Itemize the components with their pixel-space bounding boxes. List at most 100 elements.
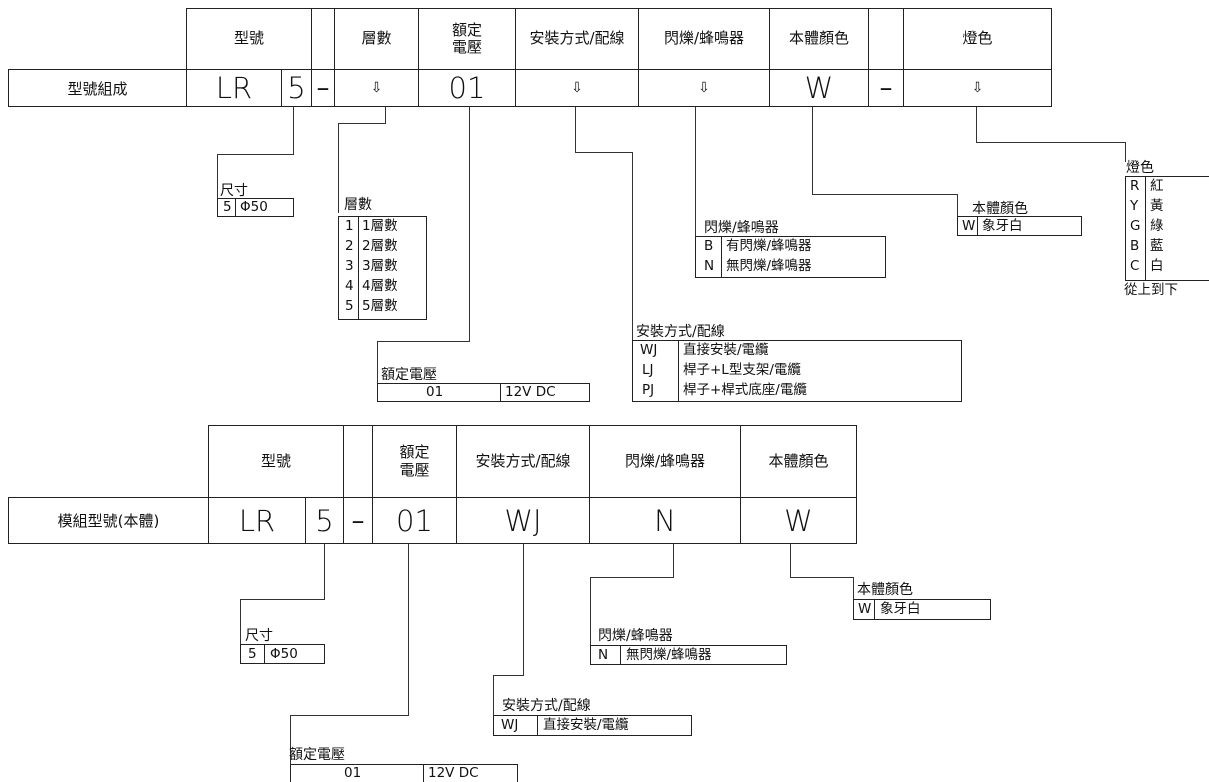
legend-code: 01 (426, 384, 444, 400)
legend-divider (500, 383, 501, 402)
legend-code: N (704, 258, 715, 274)
legend-title: 安裝方式/配線 (502, 698, 591, 714)
top-value-voltage: 01 (418, 69, 516, 107)
connector-line (590, 577, 674, 579)
top-header-voltage: 額定電壓 (418, 8, 516, 70)
value-text: – (351, 505, 365, 536)
connector-line (493, 675, 524, 677)
legend-code: R (1130, 178, 1140, 194)
value-text: LR (238, 503, 276, 538)
legend-desc: 5層數 (362, 298, 398, 314)
legend-divider (874, 599, 875, 620)
bottom-value-body-color: W (740, 497, 857, 544)
bottom-value-size: 5 (305, 497, 344, 544)
legend-code: 1 (345, 218, 354, 234)
legend-code: W (962, 218, 976, 234)
connector-line (217, 154, 219, 198)
connector-line (408, 544, 410, 716)
bottom-header-body-color: 本體顏色 (740, 425, 857, 498)
legend-desc: 4層數 (362, 278, 398, 294)
legend-box (217, 198, 294, 217)
legend-desc: Φ50 (240, 199, 268, 215)
bottom-header-blank (343, 425, 373, 498)
legend-title: 本體顏色 (972, 201, 1028, 217)
legend-box (632, 340, 962, 402)
bottom-value-mount: WJ (456, 497, 590, 544)
value-text: W (784, 503, 813, 538)
value-text: 5 (315, 503, 334, 538)
legend-divider (977, 216, 978, 236)
connector-line (523, 544, 525, 676)
connector-line (293, 107, 295, 155)
legend-code: WJ (501, 717, 519, 733)
bottom-header-model: 型號 (208, 425, 344, 498)
legend-desc: 象牙白 (880, 601, 921, 617)
legend-code: PJ (642, 382, 655, 398)
legend-title: 安裝方式/配線 (636, 324, 725, 340)
connector-line (385, 107, 387, 124)
connector-line (324, 544, 326, 600)
top-value-body-color: W (769, 69, 869, 107)
bottom-header-flash: 閃爍/蜂鳴器 (589, 425, 741, 498)
top-header-mount: 安裝方式/配線 (515, 8, 639, 70)
top-header-tiers: 層數 (334, 8, 419, 70)
row-label-text: 模組型號(本體) (57, 512, 160, 530)
legend-title: 層數 (344, 197, 372, 213)
legend-title: 額定電壓 (381, 367, 437, 383)
legend-code: G (1130, 218, 1141, 234)
value-text: 01 (448, 71, 486, 105)
connector-line (1125, 142, 1127, 162)
header-text: 安裝方式/配線 (529, 29, 625, 48)
legend-code: LJ (642, 362, 654, 378)
legend-code: 5 (345, 298, 354, 314)
legend-desc: 12V DC (505, 384, 556, 400)
top-value-dash-1: – (311, 69, 335, 107)
down-arrow-icon: ⇩ (698, 80, 710, 96)
legend-divider (235, 198, 236, 217)
legend-code: 2 (345, 238, 354, 254)
header-text: 型號 (233, 29, 264, 48)
top-header-blank-2 (868, 8, 904, 70)
legend-desc: Φ50 (270, 646, 298, 662)
legend-note: 從上到下 (1124, 282, 1178, 298)
top-value-lr: LR (186, 69, 282, 107)
connector-line (790, 544, 792, 578)
legend-title: 閃爍/蜂鳴器 (598, 628, 673, 644)
legend-code: 3 (345, 258, 354, 274)
top-header-model: 型號 (186, 8, 312, 70)
connector-line (575, 152, 633, 154)
legend-divider (537, 715, 538, 736)
legend-desc: 直接安裝/電纜 (683, 342, 769, 358)
down-arrow-icon: ⇩ (971, 80, 984, 96)
legend-desc: 3層數 (362, 258, 398, 274)
value-text: W (804, 71, 834, 105)
top-value-light-color: ⇩ (903, 69, 1052, 107)
connector-line (338, 123, 386, 125)
value-text: – (879, 73, 893, 103)
connector-line (338, 123, 340, 213)
top-value-dash-2: – (868, 69, 904, 107)
legend-desc: 12V DC (428, 765, 479, 781)
header-text: 額定 (451, 20, 482, 39)
legend-desc: 綠 (1150, 218, 1164, 234)
top-value-flash: ⇩ (638, 69, 770, 107)
top-header-body-color: 本體顏色 (769, 8, 869, 70)
legend-code: 4 (345, 278, 354, 294)
connector-line (240, 599, 325, 601)
legend-box (377, 383, 590, 402)
legend-box (957, 216, 1082, 236)
legend-code: B (1130, 238, 1140, 254)
legend-desc: 無閃爍/蜂鳴器 (726, 258, 812, 274)
legend-code: B (704, 238, 714, 254)
legend-desc: 白 (1150, 258, 1164, 274)
top-row-label: 型號組成 (8, 69, 187, 107)
legend-box (590, 645, 787, 665)
connector-line (790, 577, 854, 579)
top-header-flash: 閃爍/蜂鳴器 (638, 8, 770, 70)
connector-line (812, 194, 958, 196)
bottom-value-voltage: 01 (372, 497, 457, 544)
header-text: 本體顏色 (768, 451, 829, 470)
legend-desc: 桿子+L型支架/電纜 (683, 362, 801, 378)
legend-divider (678, 340, 679, 402)
header-text: 型號 (260, 451, 291, 470)
